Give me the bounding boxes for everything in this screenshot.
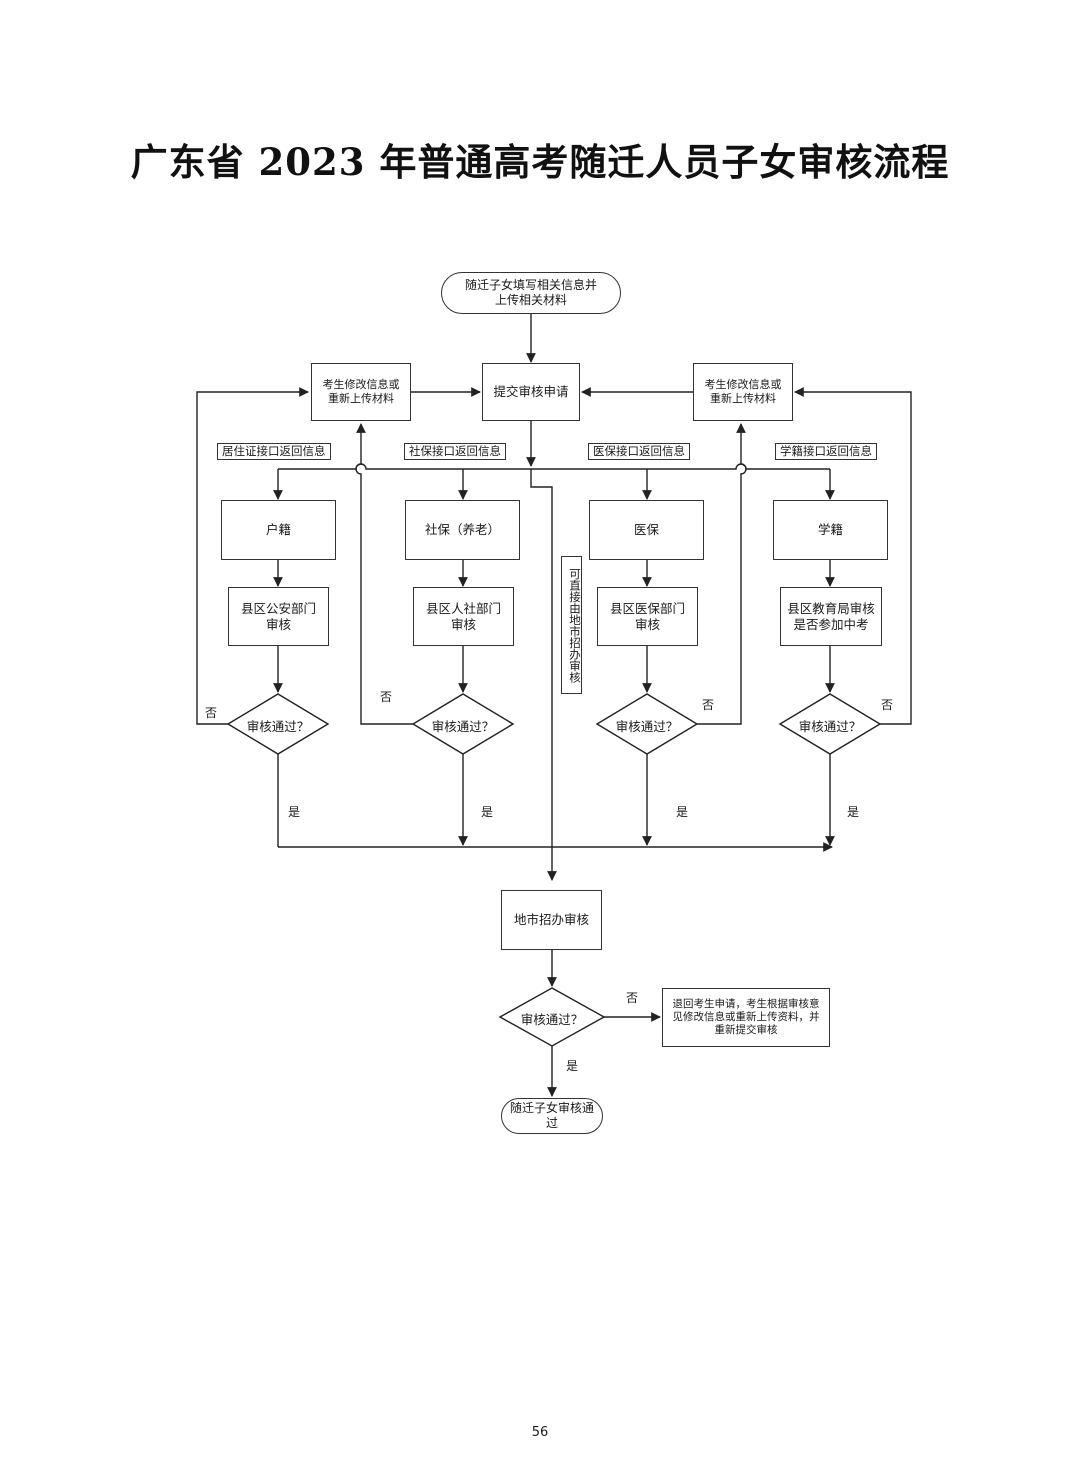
city-review-box: 地市招办审核 bbox=[501, 890, 602, 950]
category-yibao: 医保 bbox=[589, 500, 704, 560]
review-education: 县区教育局审核是否参加中考 bbox=[780, 587, 882, 646]
page-title: 广东省 2023 年普通高考随迁人员子女审核流程 bbox=[130, 140, 950, 184]
final-no-label: 否 bbox=[626, 991, 639, 1005]
yes-label-yibao: 是 bbox=[676, 805, 689, 819]
category-xueji: 学籍 bbox=[773, 500, 888, 560]
tag-student-status: 学籍接口返回信息 bbox=[775, 443, 877, 460]
edge-no-xueji bbox=[794, 387, 912, 725]
decision-text-xueji: 审核通过？ bbox=[798, 719, 862, 734]
modify-right-box: 考生修改信息或重新上传材料 bbox=[693, 363, 793, 421]
page-number: 56 bbox=[531, 1425, 549, 1440]
decision-text-yibao: 审核通过？ bbox=[615, 719, 679, 734]
start-terminal: 随迁子女填写相关信息并上传相关材料 bbox=[441, 272, 621, 314]
return-note-box: 退回考生申请，考生根据审核意见修改信息或重新上传资料，并重新提交审核 bbox=[662, 988, 830, 1047]
review-hr-social: 县区人社部门审核 bbox=[413, 587, 514, 646]
yes-label-xueji: 是 bbox=[847, 805, 860, 819]
final-yes-label: 是 bbox=[566, 1059, 579, 1073]
edge-no-shebao bbox=[355, 423, 413, 725]
tag-medical-insurance: 医保接口返回信息 bbox=[588, 443, 690, 460]
tag-residence-permit: 居住证接口返回信息 bbox=[217, 443, 331, 460]
decision-text-shebao: 审核通过？ bbox=[431, 719, 495, 734]
no-label-yibao: 否 bbox=[702, 698, 715, 712]
category-huji: 户籍 bbox=[221, 500, 336, 560]
direct-review-note: 可直接由地市招办审核 bbox=[561, 556, 582, 694]
no-label-shebao: 否 bbox=[380, 690, 393, 704]
end-terminal: 随迁子女审核通过 bbox=[501, 1098, 603, 1134]
no-label-xueji: 否 bbox=[881, 698, 894, 712]
review-medical: 县区医保部门审核 bbox=[597, 587, 698, 646]
yes-label-shebao: 是 bbox=[481, 805, 494, 819]
category-shebao: 社保（养老） bbox=[405, 500, 520, 560]
final-decision-text: 审核通过？ bbox=[520, 1012, 584, 1027]
yes-label-huji: 是 bbox=[288, 805, 301, 819]
tag-social-security: 社保接口返回信息 bbox=[404, 443, 506, 460]
review-public-security: 县区公安部门审核 bbox=[228, 587, 329, 646]
edge-no-huji bbox=[196, 387, 309, 725]
edge-direct-city bbox=[530, 469, 557, 881]
edge-no-yibao bbox=[697, 423, 747, 725]
submit-box: 提交审核申请 bbox=[482, 363, 580, 421]
modify-left-box: 考生修改信息或重新上传材料 bbox=[311, 363, 411, 421]
decision-text-huji: 审核通过？ bbox=[246, 719, 310, 734]
no-label-huji: 否 bbox=[205, 706, 218, 720]
distribution-bus bbox=[278, 463, 830, 470]
